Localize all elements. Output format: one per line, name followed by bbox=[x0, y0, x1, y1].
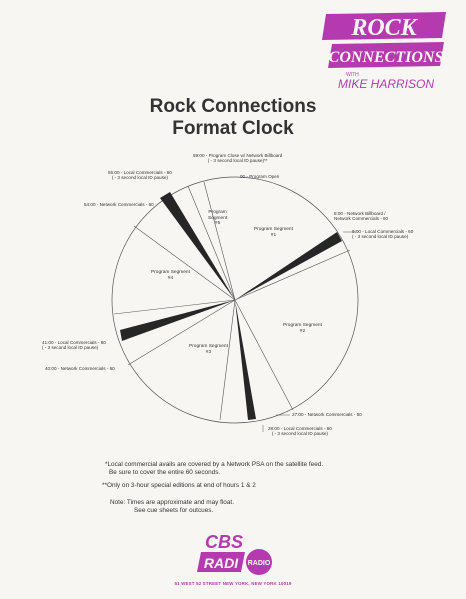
label-55-line1: 55:00 - Local Commercials - 60 bbox=[108, 170, 172, 175]
segment-5-line1: Program bbox=[208, 210, 227, 215]
note-1-line1: *Local commercial avails are covered by … bbox=[105, 461, 324, 468]
segment-5-line2: Segment bbox=[208, 215, 228, 221]
divider-31 bbox=[219, 299, 236, 421]
divider-40 bbox=[127, 299, 236, 366]
radio-badge-text: RADIO bbox=[248, 560, 271, 567]
label-08: 8:00 - Network Billboard / Network Comme… bbox=[334, 211, 388, 222]
segment-3-line2: #3 bbox=[205, 349, 212, 355]
label-28: 28:00 - Local Commercials - 60 ( - 3 sec… bbox=[268, 426, 332, 437]
note-3-line2: See cue sheets for outcues. bbox=[134, 507, 214, 514]
label-55: 55:00 - Local Commercials - 60 ( - 3 sec… bbox=[108, 170, 172, 181]
note-3-line1: Note: Times are approximate and may floa… bbox=[110, 499, 234, 506]
footer-address: 51 WEST 52 STREET NEW YORK, NEW YORK 100… bbox=[174, 581, 292, 586]
divider-49 bbox=[133, 225, 236, 301]
label-28-line1: 28:00 - Local Commercials - 60 bbox=[268, 426, 332, 431]
segment-1-line2: #1 bbox=[270, 232, 277, 238]
wedge-08 bbox=[235, 232, 342, 300]
label-09-line1: 9:00 - Local Commercials - 60 bbox=[352, 229, 414, 234]
segment-4-line2: #4 bbox=[167, 275, 174, 281]
note-1-line2: Be sure to cover the entire 60 seconds. bbox=[109, 469, 221, 476]
label-54: 54:00 - Network Commercials - 60 bbox=[84, 202, 154, 207]
label-09: 9:00 - Local Commercials - 60 ( - 3 seco… bbox=[352, 229, 413, 240]
label-54-line1: 54:00 - Network Commercials - 60 bbox=[84, 202, 154, 207]
divider-59 bbox=[203, 181, 236, 301]
segment-5-line3: #5 bbox=[214, 221, 221, 227]
wedge-41 bbox=[120, 300, 235, 341]
page-title-line1: Rock Connections bbox=[149, 96, 317, 117]
segment-1-line1: Program Segment bbox=[254, 227, 293, 232]
label-27-line1: 27:00 - Network Commercials - 60 bbox=[292, 412, 362, 417]
page-title-line2: Format Clock bbox=[172, 118, 294, 139]
label-40: 40:00 - Network Commercials - 60 bbox=[45, 366, 115, 371]
segment-1: Program Segment #1 bbox=[254, 227, 293, 238]
divider-55 bbox=[187, 185, 236, 301]
label-41-line2: ( - 3 second local ID pause) bbox=[42, 345, 99, 351]
divider-41 bbox=[113, 299, 236, 315]
label-55-line2: ( - 3 second local ID pause) bbox=[111, 175, 168, 181]
cbs-text: CBS bbox=[205, 532, 243, 552]
note-times: Note: Times are approximate and may floa… bbox=[110, 499, 234, 515]
label-28-line2: ( - 3 second local ID pause) bbox=[271, 431, 328, 437]
label-41: 41:00 - Local Commercials - 60 ( - 3 sec… bbox=[42, 340, 106, 351]
segment-2-line1: Program Segment bbox=[283, 323, 322, 328]
clock-circle bbox=[111, 176, 359, 424]
label-41-line1: 41:00 - Local Commercials - 60 bbox=[42, 340, 106, 345]
segment-2-line2: #2 bbox=[299, 328, 306, 334]
radio-text: RADI bbox=[204, 555, 239, 571]
divider-09 bbox=[234, 249, 351, 301]
logo-line2: CONNECTIONS bbox=[329, 49, 444, 66]
logo-line1: ROCK bbox=[350, 15, 418, 41]
logo-host: MIKE HARRISON bbox=[338, 77, 434, 91]
segment-5: Program Segment #5 bbox=[208, 210, 227, 227]
divider-27 bbox=[234, 299, 294, 411]
segment-3: Program Segment #3 bbox=[189, 344, 228, 355]
cbs-radio-graphic: CBS RADI RADIO bbox=[197, 532, 272, 575]
label-08-line2: Network Commercials - 60 bbox=[334, 216, 389, 222]
label-00-line1: 00 - Program Open bbox=[240, 174, 280, 179]
label-09-line2: ( - 3 second local ID pause) bbox=[352, 234, 409, 240]
segment-4: Program Segment #4 bbox=[151, 270, 190, 281]
segment-2: Program Segment #2 bbox=[283, 323, 322, 334]
logo-with: WITH bbox=[346, 72, 359, 78]
segment-4-line1: Program Segment bbox=[151, 270, 190, 275]
cbs-radio-logo: CBS RADI RADIO bbox=[193, 530, 283, 578]
label-27: 27:00 - Network Commercials - 60 bbox=[292, 412, 362, 417]
label-40-line1: 40:00 - Network Commercials - 60 bbox=[45, 366, 115, 371]
logo-graphic: ROCK CONNECTIONS WITH MIKE HARRISON bbox=[322, 12, 446, 91]
wedge-28 bbox=[235, 300, 256, 420]
note-3-hour: **Only on 3-hour special editions at end… bbox=[102, 482, 256, 490]
label-08-line1: 8:00 - Network Billboard / bbox=[334, 211, 386, 216]
label-59-line1: 59:00 - Program Close w/ Network Billboa… bbox=[193, 153, 283, 158]
rock-connections-logo: ROCK CONNECTIONS WITH MIKE HARRISON bbox=[318, 8, 448, 92]
note-local-avails: *Local commercial avails are covered by … bbox=[105, 461, 323, 477]
segment-3-line1: Program Segment bbox=[189, 344, 228, 349]
wedge-54 bbox=[160, 192, 235, 300]
label-00: 00 - Program Open bbox=[240, 174, 279, 179]
note-2-line1: **Only on 3-hour special editions at end… bbox=[102, 482, 256, 489]
label-59: 59:00 - Program Close w/ Network Billboa… bbox=[193, 153, 282, 164]
label-59-line2: ( - 3 second local ID pause)** bbox=[207, 158, 268, 164]
